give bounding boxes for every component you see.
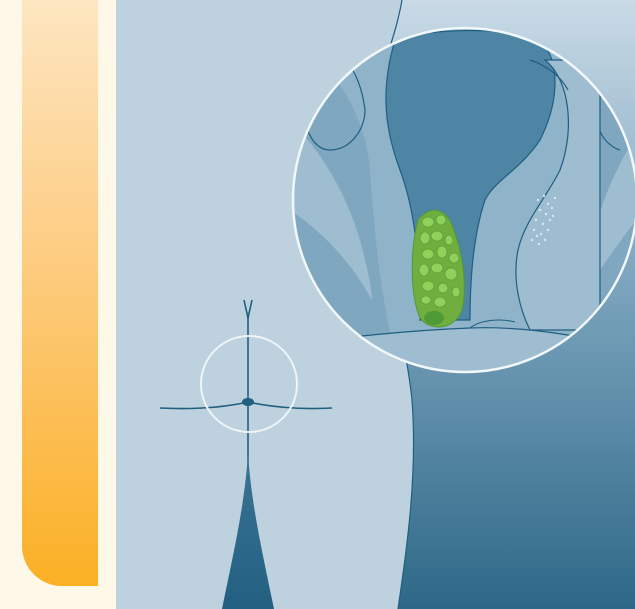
illustration-svg [116,0,635,609]
medical-illustration-panel [116,0,635,609]
accent-sidebar-strip [22,0,98,586]
